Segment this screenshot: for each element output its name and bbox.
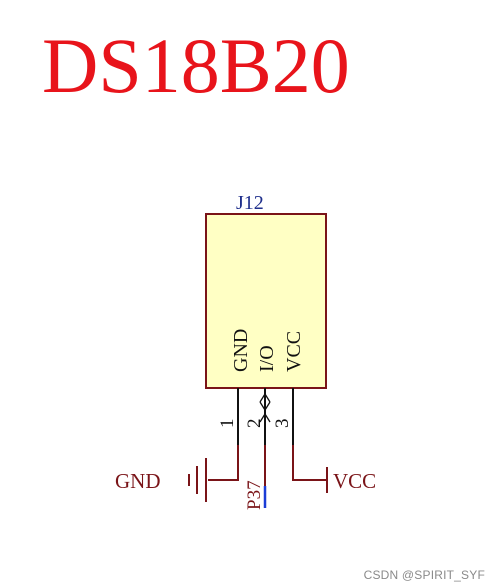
pin-number-2: 2	[244, 419, 265, 429]
pin-name-io: I/O	[256, 345, 278, 372]
vcc-wire	[292, 445, 327, 481]
component-ref: J12	[236, 192, 264, 214]
gnd-wire	[208, 445, 239, 481]
pin-number-1: 1	[217, 419, 238, 429]
gnd-net-label: GND	[115, 469, 161, 493]
pin-name-gnd: GND	[230, 329, 252, 372]
diagram-title: DS18B20	[42, 22, 350, 109]
vcc-net-label: VCC	[333, 469, 376, 493]
component-body	[205, 213, 327, 389]
pin-number-3: 3	[272, 419, 293, 429]
bidirectional-arrow-icon	[259, 392, 271, 423]
io-net-label: P37	[244, 480, 265, 510]
watermark: CSDN @SPIRIT_SYF	[363, 568, 485, 582]
pin-name-vcc: VCC	[283, 331, 305, 372]
ground-symbol-icon	[188, 458, 207, 502]
